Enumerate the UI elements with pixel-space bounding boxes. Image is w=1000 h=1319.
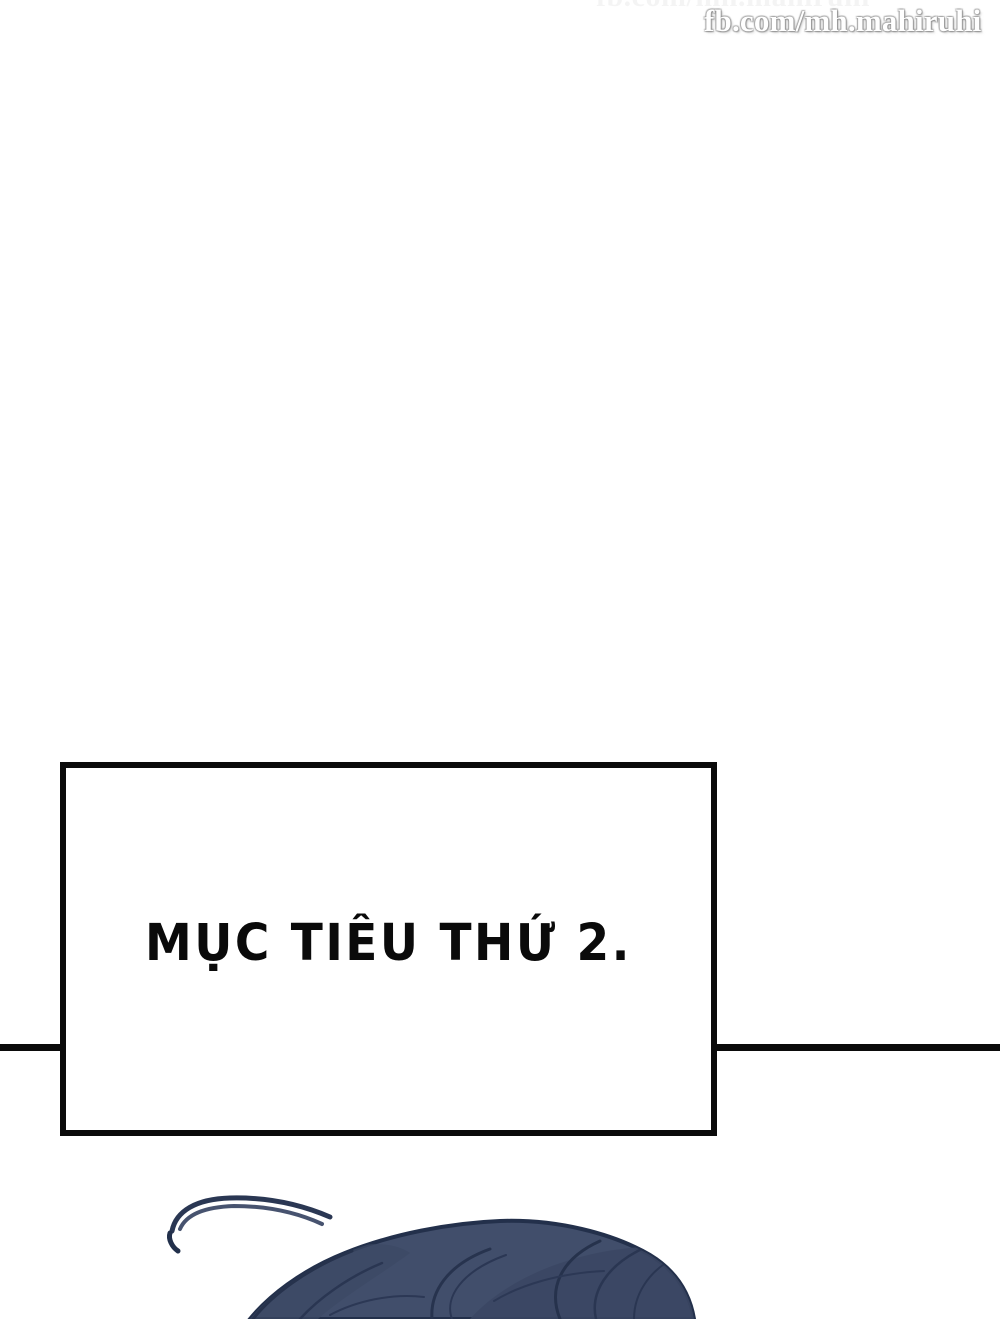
caption-box: MỤC TIÊU THỨ 2. bbox=[60, 762, 717, 1136]
horizontal-rule-left bbox=[0, 1044, 66, 1051]
hair-shadow-left bbox=[250, 1244, 410, 1319]
hair-strand-2 bbox=[298, 1261, 384, 1319]
hair-strand-6 bbox=[593, 1245, 648, 1319]
watermark-ghost-text: fb.com/mh.mahiruhi bbox=[596, 0, 986, 14]
hair-strand-1 bbox=[251, 1249, 354, 1319]
horizontal-rule-right bbox=[712, 1044, 1000, 1051]
hair-strand-4 bbox=[449, 1254, 507, 1319]
hair-strand-8 bbox=[493, 1270, 605, 1302]
character-hair-illustration bbox=[167, 1195, 697, 1319]
ahoge-strand-inner bbox=[178, 1203, 324, 1231]
ahoge-strand bbox=[169, 1195, 333, 1234]
caption-text: MỤC TIÊU THỨ 2. bbox=[144, 913, 633, 974]
watermark-text: fb.com/mh.mahiruhi bbox=[704, 3, 982, 38]
hair-strand-9 bbox=[329, 1294, 425, 1316]
hair-strand-3 bbox=[430, 1247, 492, 1319]
ahoge-root bbox=[167, 1230, 181, 1254]
